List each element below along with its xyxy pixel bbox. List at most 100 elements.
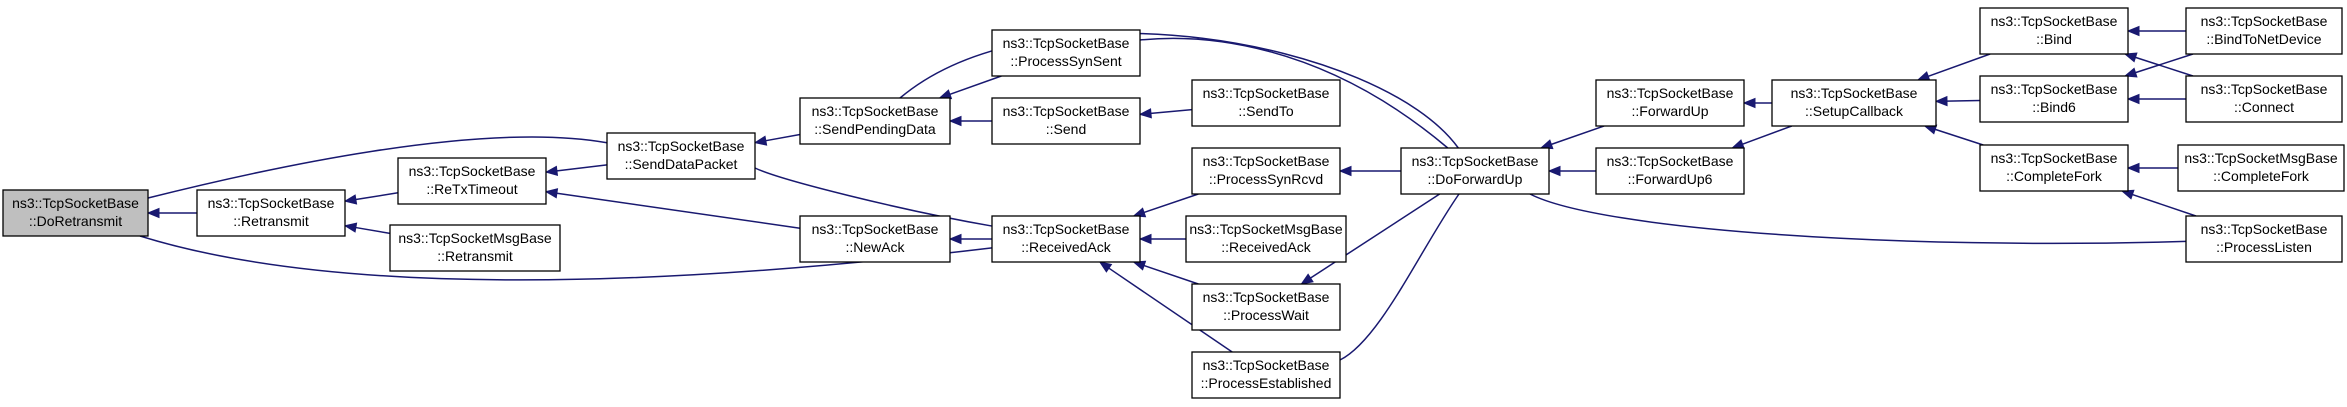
- node-msg-completefork[interactable]: ns3::TcpSocketMsgBase::CompleteFork: [2177, 144, 2345, 192]
- edge-receivedack-to-senddatapacket: [754, 167, 993, 227]
- node-class-label: ns3::TcpSocketMsgBase: [1189, 221, 1343, 237]
- edge-retxtimeout-to-retransmit: [343, 192, 399, 205]
- node-box[interactable]: [991, 215, 1141, 263]
- node-box[interactable]: [1595, 79, 1745, 127]
- edge-senddatapacket-to-doretransmit: [147, 136, 608, 199]
- node-box[interactable]: [1191, 79, 1341, 127]
- node-msg-receivedack[interactable]: ns3::TcpSocketMsgBase::ReceivedAck: [1185, 215, 1347, 263]
- edge-doforwardup-to-sendpendingdata: [899, 32, 1459, 149]
- edge-line: [1108, 267, 1233, 353]
- nodes-layer: ns3::TcpSocketBase::DoRetransmitns3::Tcp…: [2, 7, 2345, 399]
- arrowhead: [753, 135, 768, 146]
- edge-doforwardup-to-processsynrcvd: [1338, 165, 1401, 177]
- edge-forwardup-to-doforwardup: [1539, 125, 1605, 150]
- node-class-label: ns3::TcpSocketBase: [1991, 81, 2118, 97]
- arrowhead: [544, 165, 559, 176]
- arrowhead: [1730, 139, 1745, 149]
- node-processlisten[interactable]: ns3::TcpSocketBase::ProcessListen: [2185, 215, 2343, 263]
- node-box[interactable]: [1979, 7, 2129, 55]
- node-bind[interactable]: ns3::TcpSocketBase::Bind: [1979, 7, 2129, 55]
- edge-newack-to-retxtimeout: [544, 188, 801, 229]
- edge-doforwardup-to-processwait: [1300, 193, 1441, 285]
- arrowhead: [938, 89, 953, 100]
- arrowhead: [2126, 25, 2140, 37]
- node-method-label: ::Bind6: [2032, 99, 2076, 115]
- node-retransmit[interactable]: ns3::TcpSocketBase::Retransmit: [196, 189, 346, 237]
- node-class-label: ns3::TcpSocketBase: [1203, 357, 1330, 373]
- node-box[interactable]: [799, 97, 951, 145]
- node-setupcallback[interactable]: ns3::TcpSocketBase::SetupCallback: [1771, 79, 1937, 127]
- node-newack[interactable]: ns3::TcpSocketBase::NewAck: [799, 215, 951, 263]
- node-box[interactable]: [991, 97, 1141, 145]
- edge-line: [147, 136, 608, 199]
- node-msg-retransmit[interactable]: ns3::TcpSocketMsgBase::Retransmit: [389, 224, 561, 272]
- node-forwardup6[interactable]: ns3::TcpSocketBase::ForwardUp6: [1595, 147, 1745, 195]
- node-box[interactable]: [2185, 215, 2343, 263]
- node-receivedack[interactable]: ns3::TcpSocketBase::ReceivedAck: [991, 215, 1141, 263]
- node-retxtimeout[interactable]: ns3::TcpSocketBase::ReTxTimeout: [397, 157, 547, 205]
- node-box[interactable]: [1595, 147, 1745, 195]
- node-box[interactable]: [1771, 79, 1937, 127]
- edge-connect-to-bind6: [2126, 93, 2186, 105]
- node-box[interactable]: [1191, 283, 1341, 331]
- node-box[interactable]: [397, 157, 547, 205]
- node-forwardup[interactable]: ns3::TcpSocketBase::ForwardUp: [1595, 79, 1745, 127]
- node-box[interactable]: [1979, 75, 2129, 123]
- arrowhead: [2123, 67, 2138, 78]
- node-method-label: ::ReTxTimeout: [426, 181, 517, 197]
- node-class-label: ns3::TcpSocketBase: [812, 221, 939, 237]
- node-sendto[interactable]: ns3::TcpSocketBase::SendTo: [1191, 79, 1341, 127]
- node-processestablished[interactable]: ns3::TcpSocketBase::ProcessEstablished: [1191, 351, 1341, 399]
- node-box[interactable]: [2185, 7, 2343, 55]
- node-senddatapacket[interactable]: ns3::TcpSocketBase::SendDataPacket: [606, 132, 756, 180]
- edge-sendto-to-send: [1138, 108, 1193, 119]
- node-box[interactable]: [196, 189, 346, 237]
- node-box[interactable]: [991, 29, 1141, 77]
- node-box[interactable]: [1191, 147, 1341, 195]
- node-box[interactable]: [1191, 351, 1341, 399]
- node-method-label: ::DoForwardUp: [1428, 171, 1523, 187]
- edge-processsynsent-to-sendpendingdata: [938, 75, 1002, 100]
- edge-line: [1339, 193, 1460, 361]
- node-connect[interactable]: ns3::TcpSocketBase::Connect: [2185, 75, 2343, 123]
- node-box[interactable]: [1185, 215, 1347, 263]
- node-method-label: ::Connect: [2234, 99, 2294, 115]
- edge-processlisten-to-completefork: [2120, 189, 2197, 217]
- arrowhead: [1338, 165, 1352, 177]
- node-doretransmit[interactable]: ns3::TcpSocketBase::DoRetransmit: [2, 189, 149, 237]
- node-sendpendingdata[interactable]: ns3::TcpSocketBase::SendPendingData: [799, 97, 951, 145]
- node-box[interactable]: [2177, 144, 2345, 192]
- node-box[interactable]: [1979, 144, 2129, 192]
- node-processsynrcvd[interactable]: ns3::TcpSocketBase::ProcessSynRcvd: [1191, 147, 1341, 195]
- node-box[interactable]: [606, 132, 756, 180]
- node-send[interactable]: ns3::TcpSocketBase::Send: [991, 97, 1141, 145]
- node-box[interactable]: [2185, 75, 2343, 123]
- node-class-label: ns3::TcpSocketMsgBase: [398, 230, 552, 246]
- node-bindtonetdevice[interactable]: ns3::TcpSocketBase::BindToNetDevice: [2185, 7, 2343, 55]
- edge-line: [1742, 125, 1793, 145]
- arrowhead: [1138, 233, 1152, 245]
- node-box[interactable]: [389, 224, 561, 272]
- edge-senddatapacket-to-retxtimeout: [544, 164, 608, 176]
- arrowhead: [2123, 52, 2138, 63]
- node-method-label: ::CompleteFork: [2213, 168, 2310, 184]
- node-bind6[interactable]: ns3::TcpSocketBase::Bind6: [1979, 75, 2129, 123]
- node-processsynsent[interactable]: ns3::TcpSocketBase::ProcessSynSent: [991, 29, 1141, 77]
- arrowhead: [1138, 108, 1152, 119]
- node-class-label: ns3::TcpSocketBase: [12, 195, 139, 211]
- edge-connect-to-bind: [2123, 52, 2194, 77]
- node-box[interactable]: [799, 215, 951, 263]
- node-completefork[interactable]: ns3::TcpSocketBase::CompleteFork: [1979, 144, 2129, 192]
- node-class-label: ns3::TcpSocketBase: [1791, 85, 1918, 101]
- edge-line: [754, 167, 993, 227]
- node-doforwardup[interactable]: ns3::TcpSocketBase::DoForwardUp: [1400, 147, 1550, 195]
- edge-line: [1927, 53, 1991, 77]
- edge-send-to-sendpendingdata: [948, 115, 992, 127]
- node-box[interactable]: [2, 189, 149, 237]
- node-box[interactable]: [1400, 147, 1550, 195]
- node-class-label: ns3::TcpSocketMsgBase: [2184, 150, 2338, 166]
- edge-processwait-to-receivedack: [1132, 260, 1199, 285]
- edge-doforwardup-to-processsynsent: [1139, 37, 1449, 149]
- edge-receivedack-to-doretransmit: [139, 235, 993, 281]
- node-processwait[interactable]: ns3::TcpSocketBase::ProcessWait: [1191, 283, 1341, 331]
